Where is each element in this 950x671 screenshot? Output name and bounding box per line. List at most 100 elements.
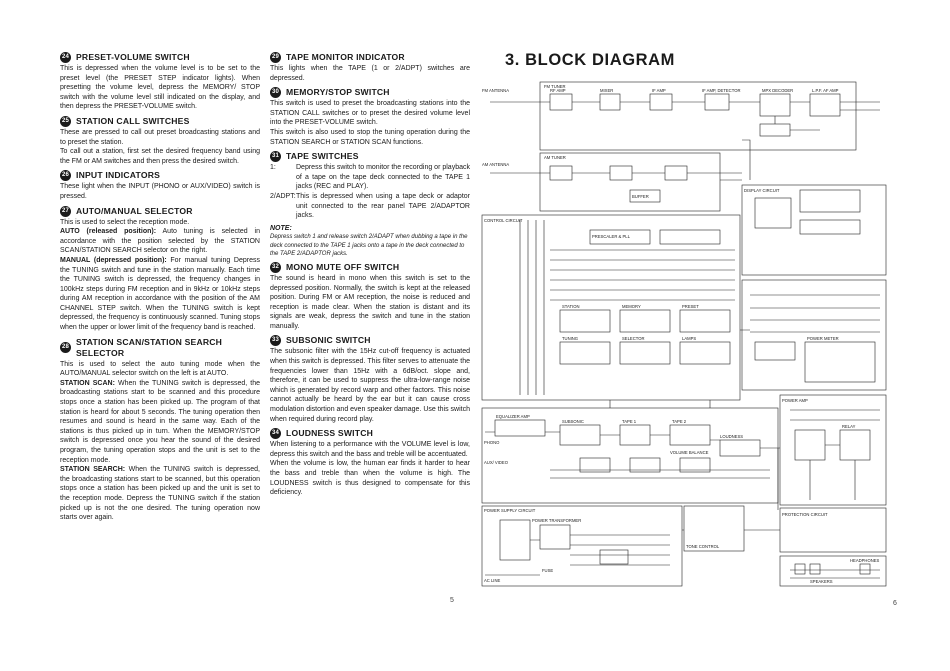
paragraph-label: MANUAL (depressed position): xyxy=(60,256,167,264)
diagram-lines xyxy=(481,81,887,587)
section-heading: 25 STATION CALL SWITCHES xyxy=(60,115,260,127)
section-title: INPUT INDICATORS xyxy=(76,170,161,181)
section-number-badge: 31 xyxy=(270,151,281,163)
diagram-label-equalizer-amp: EQUALIZER AMP xyxy=(496,414,530,419)
paragraph-label: STATION SEARCH: xyxy=(60,466,126,474)
section-title: TAPE SWITCHES xyxy=(286,151,359,162)
section-30: 30 MEMORY/STOP SWITCH This switch is used … xyxy=(270,87,470,147)
diagram-label-relay: RELAY xyxy=(842,424,856,429)
diagram-label-if-amp-detector: IF AMP, DETECTOR xyxy=(702,88,740,93)
diagram-label-tone-control: TONE CONTROL xyxy=(686,544,720,549)
diagram-label-headphones: HEADPHONES xyxy=(850,558,880,563)
hanging-text: This is depressed when using a tape deck… xyxy=(296,192,470,220)
diagram-label-rf-amp: RF AMP xyxy=(550,88,566,93)
section-title: MEMORY/STOP SWITCH xyxy=(286,87,390,98)
paragraph-label: AUTO (released position): xyxy=(60,228,157,236)
diagram-label-buffer: BUFFER xyxy=(632,194,649,199)
section-number-badge: 27 xyxy=(60,205,71,217)
paragraph: These are pressed to call out preset bro… xyxy=(60,128,260,146)
section-number-badge: 26 xyxy=(60,170,71,182)
diagram-label-lamps: LAMPS xyxy=(682,336,696,341)
section-title: AUTO/MANUAL SELECTOR xyxy=(76,205,193,216)
paragraph: The sound is heard in mono when this swi… xyxy=(270,274,470,330)
diagram-label-fm-tuner: FM TUNER xyxy=(544,84,566,89)
section-number-badge: 24 xyxy=(60,52,71,63)
labeled-paragraph: MANUAL (depressed position): For manual … xyxy=(60,256,260,333)
section-26: 26 INPUT INDICATORS These light when the I… xyxy=(60,170,260,201)
diagram-label-mixer: MIXER xyxy=(600,88,613,93)
section-title: STATION CALL SWITCHES xyxy=(76,115,190,126)
section-heading: 33 SUBSONIC SWITCH xyxy=(270,335,470,347)
paragraph-text: Auto tuning is selected in accordance wi… xyxy=(60,228,260,255)
page-number-right: 6 xyxy=(893,600,897,607)
diagram-label-fuse: FUSE xyxy=(542,568,553,573)
diagram-label-am-tuner: AM TUNER xyxy=(544,155,566,160)
paragraph-text: For manual tuning Depress the TUNING swi… xyxy=(60,256,260,332)
diagram-label-power-transformer: POWER TRANSFORMER xyxy=(532,518,581,523)
section-24: 24 PRESET-VOLUME SWITCH This is depressed … xyxy=(60,52,260,112)
paragraph: When the volume is low, the human ear fi… xyxy=(270,460,470,497)
section-number-badge: 30 xyxy=(270,87,281,99)
hanging-text: Depress this switch to monitor the recor… xyxy=(296,164,470,191)
paragraph-text: When the TUNING switch is depressed, the… xyxy=(60,379,260,464)
section-number-badge: 25 xyxy=(60,115,71,127)
section-heading: 31 TAPE SWITCHES xyxy=(270,151,470,163)
diagram-label-preset: PRESET xyxy=(682,304,699,309)
diagram-label-power-supply-circuit: POWER SUPPLY CIRCUIT xyxy=(484,508,536,513)
diagram-label-control-circuit: CONTROL CIRCUIT xyxy=(484,218,523,223)
section-heading: 27 AUTO/MANUAL SELECTOR xyxy=(60,205,260,217)
diagram-label-if-amp: IF AMP xyxy=(652,88,666,93)
diagram-label-mpx-decoder: MPX DECODER xyxy=(762,88,793,93)
section-number-badge: 28 xyxy=(60,342,71,354)
section-number-badge: 29 xyxy=(270,52,281,63)
diagram-label-tape2: TAPE 2 xyxy=(672,419,687,424)
paragraph: To call out a station, first set the des… xyxy=(60,148,260,165)
note-title: NOTE: xyxy=(270,224,292,232)
diagram-label-ac-line: AC LINE xyxy=(484,578,500,583)
diagram-labels: FM TUNER AM TUNER RF AMP MIXER IF AMP IF AMP,… xyxy=(482,84,880,584)
section-heading: 24 PRESET-VOLUME SWITCH xyxy=(60,52,260,63)
section-heading: 30 MEMORY/STOP SWITCH xyxy=(270,87,470,99)
hanging-key: 1: xyxy=(270,164,276,172)
section-25: 25 STATION CALL SWITCHES These are pressed… xyxy=(60,115,260,166)
diagram-label-fm-antenna: FM ANTENNA xyxy=(482,88,509,93)
hanging-item: 1: Depress this switch to monitor the rec… xyxy=(270,163,470,192)
labeled-paragraph: AUTO (released position): Auto tuning is… xyxy=(60,227,260,256)
paragraph-text: When the TUNING switch is depressed, the… xyxy=(60,466,260,522)
note-text: Depress switch 1 and release switch 2/AD… xyxy=(270,234,468,257)
diagram-label-display-circuit: DISPLAY CIRCUIT xyxy=(744,188,780,193)
labeled-paragraph: STATION SEARCH: When the TUNING switch i… xyxy=(60,465,260,523)
hanging-key: 2/ADPT: xyxy=(270,192,296,200)
paragraph: This is used to select the auto tuning m… xyxy=(60,360,260,378)
labeled-paragraph: STATION SCAN: When the TUNING switch is … xyxy=(60,379,260,465)
diagram-label-tape1: TAPE 1 xyxy=(622,419,637,424)
diagram-label-am-antenna: AM ANTENNA xyxy=(482,162,509,167)
section-title: SUBSONIC SWITCH xyxy=(286,335,371,346)
diagram-label-lpf-af-amp: L.P.F. AF AMP xyxy=(812,88,839,93)
diagram-label-speakers: SPEAKERS xyxy=(810,579,833,584)
section-title: TAPE MONITOR INDICATOR xyxy=(286,52,405,62)
diagram-label-volume-balance: VOLUME BALANCE xyxy=(670,450,709,455)
diagram-label-aux-video: AUX/ VIDEO xyxy=(484,460,509,465)
section-number-badge: 34 xyxy=(270,428,281,440)
section-number-badge: 33 xyxy=(270,335,281,347)
diagram-label-protection-circuit: PROTECTION CIRCUIT xyxy=(782,512,828,517)
section-title: MONO MUTE OFF SWITCH xyxy=(286,261,400,272)
block-diagram: FM TUNER AM TUNER RF AMP MIXER IF AMP IF AMP,… xyxy=(481,81,887,587)
paragraph: This is depressed when the volume level … xyxy=(60,65,260,111)
paragraph: These light when the INPUT (PHONO or AUX… xyxy=(60,183,260,200)
section-title: PRESET-VOLUME SWITCH xyxy=(76,52,190,62)
paragraph: This switch is used to preset the broadc… xyxy=(270,100,470,127)
section-31: 31 TAPE SWITCHES 1: Depress this switch to … xyxy=(270,151,470,258)
block-diagram-title: 3. BLOCK DIAGRAM xyxy=(505,51,676,69)
paragraph-label: STATION SCAN: xyxy=(60,379,115,387)
diagram-label-power-meter: POWER METER xyxy=(807,336,839,341)
diagram-label-power-amp: POWER AMP xyxy=(782,398,808,403)
